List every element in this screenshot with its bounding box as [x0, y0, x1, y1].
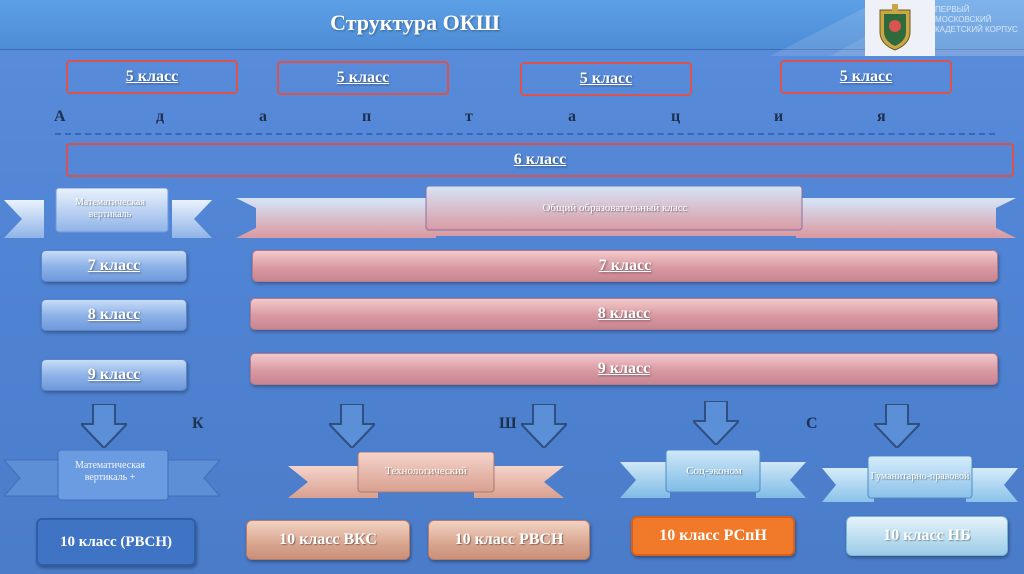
- kshs-letter-k: К: [192, 415, 204, 432]
- letter-6: а: [568, 108, 576, 125]
- math-ribbon-bottom-label: Математическая вертикаль +: [75, 460, 145, 483]
- right-grade9[interactable]: 9 класс: [250, 353, 998, 385]
- grade10-vks-button[interactable]: 10 класс ВКС: [246, 520, 410, 560]
- math-ribbon-bottom: [4, 450, 220, 501]
- math-ribbon-top-label: Математическая вертикаль: [75, 197, 145, 220]
- hum-ribbon: [822, 456, 1018, 502]
- grade10-rvsn-button-1[interactable]: 10 класс (РВСН): [36, 518, 196, 566]
- grade10-rvsn-button-2[interactable]: 10 класс РВСН: [428, 520, 590, 560]
- soc-ribbon-label: Соц-эконом: [686, 465, 742, 477]
- grade10-rspn-button[interactable]: 10 класс РСпН: [631, 516, 795, 556]
- kshs-letter-s: С: [806, 415, 818, 432]
- down-arrow-icon: [329, 404, 375, 448]
- letter-2: д: [156, 108, 165, 125]
- page-title: Структура ОКШ: [330, 10, 500, 35]
- grade5-box-3[interactable]: 5 класс: [520, 62, 692, 96]
- soc-ribbon: [620, 450, 806, 498]
- dashed-divider: [55, 133, 995, 135]
- letter-8: и: [774, 108, 784, 125]
- header-bar: [0, 0, 1024, 50]
- down-arrow-icon: [521, 404, 567, 448]
- left-grade8[interactable]: 8 класс: [41, 299, 187, 331]
- grade6-box[interactable]: 6 класс: [66, 143, 1014, 177]
- grade10-nb-button[interactable]: 10 класс НБ: [846, 516, 1008, 556]
- letter-9: я: [877, 108, 886, 125]
- letter-3: а: [259, 108, 267, 125]
- kshs-letter-sh: Ш: [499, 415, 517, 432]
- tech-ribbon-label: Технологический: [385, 465, 467, 477]
- crest-icon: [879, 4, 911, 51]
- general-ribbon-label: Общий образовательный класс: [542, 202, 688, 214]
- grade5-box-2[interactable]: 5 класс: [277, 61, 449, 95]
- general-ribbon: [236, 186, 1016, 238]
- grade5-box-1[interactable]: 5 класс: [66, 60, 238, 94]
- right-grade8[interactable]: 8 класс: [250, 298, 998, 330]
- right-grade7[interactable]: 7 класс: [252, 250, 998, 282]
- letter-5: т: [465, 108, 473, 125]
- adaptation-label: А д а п т а ц и я: [0, 108, 1024, 128]
- math-ribbon-top: [4, 188, 212, 238]
- down-arrow-icon: [81, 404, 127, 448]
- grade5-box-4[interactable]: 5 класс: [780, 60, 952, 94]
- tech-ribbon: [288, 452, 564, 498]
- down-arrow-icon: [693, 401, 739, 445]
- letter-4: п: [362, 108, 372, 125]
- hum-ribbon-label: Гуманитарно-правовой: [870, 471, 970, 482]
- left-grade7[interactable]: 7 класс: [41, 250, 187, 282]
- down-arrow-icon: [874, 404, 920, 448]
- logo-text: ПЕРВЫЙ МОСКОВСКИЙ КАДЕТСКИЙ КОРПУС: [935, 5, 1018, 34]
- letter-1: А: [54, 108, 66, 125]
- letter-7: ц: [671, 108, 681, 125]
- left-grade9[interactable]: 9 класс: [41, 359, 187, 391]
